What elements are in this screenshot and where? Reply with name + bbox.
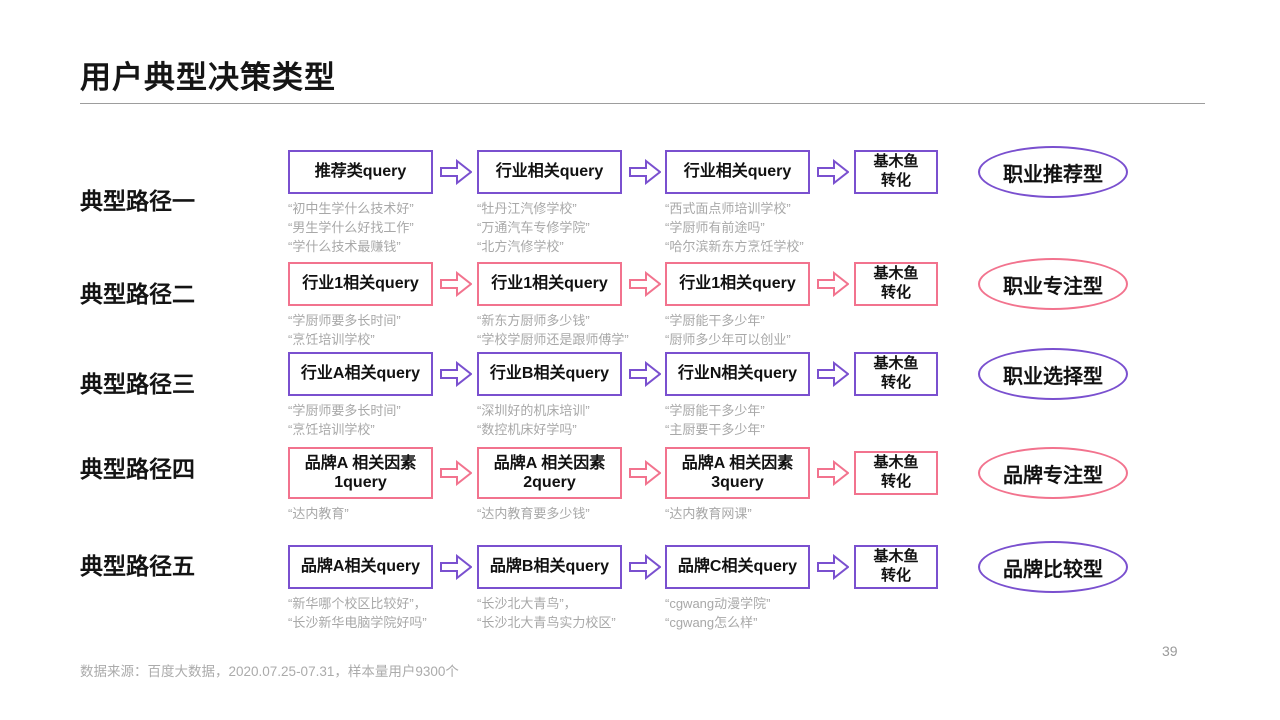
flow-arrow-icon [440, 460, 472, 486]
query-box: 行业1相关query [477, 262, 622, 306]
conversion-box: 基木鱼 转化 [854, 150, 938, 194]
flow-arrow-icon [629, 361, 661, 387]
conversion-box: 基木鱼 转化 [854, 352, 938, 396]
title-divider [80, 103, 1205, 104]
query-box: 行业相关query [477, 150, 622, 194]
flow-arrow-icon [440, 361, 472, 387]
query-examples: “学厨师要多长时间” “烹饪培训学校” [288, 313, 401, 347]
query-examples: “深圳好的机床培训” “数控机床好学吗” [477, 403, 590, 437]
conversion-box: 基木鱼 转化 [854, 262, 938, 306]
flow-arrow-icon [629, 271, 661, 297]
query-box: 行业B相关query [477, 352, 622, 396]
query-examples: “学厨师要多长时间” “烹饪培训学校” [288, 403, 401, 437]
query-box: 品牌C相关query [665, 545, 810, 589]
query-box: 行业N相关query [665, 352, 810, 396]
decision-type-oval: 品牌专注型 [978, 447, 1128, 499]
path-label-2: 典型路径二 [80, 281, 195, 307]
flow-arrow-icon [629, 554, 661, 580]
query-examples: “长沙北大青鸟”， “长沙北大青鸟实力校区” [477, 596, 616, 630]
query-examples: “达内教育要多少钱” [477, 506, 590, 521]
query-box: 行业1相关query [288, 262, 433, 306]
path-label-1: 典型路径一 [80, 188, 195, 214]
query-examples: “达内教育网课” [665, 506, 752, 521]
query-box: 品牌B相关query [477, 545, 622, 589]
query-examples: “初中生学什么技术好” “男生学什么好找工作” “学什么技术最赚钱” [288, 201, 414, 254]
flow-arrow-icon [817, 271, 849, 297]
query-examples: “西式面点师培训学校” “学厨师有前途吗” “哈尔滨新东方烹饪学校” [665, 201, 804, 254]
decision-type-oval: 职业推荐型 [978, 146, 1128, 198]
query-box: 品牌A相关query [288, 545, 433, 589]
flow-arrow-icon [440, 159, 472, 185]
flow-arrow-icon [629, 159, 661, 185]
query-examples: “达内教育” [288, 506, 349, 521]
query-box: 品牌A 相关因素 2query [477, 447, 622, 499]
decision-type-oval: 职业选择型 [978, 348, 1128, 400]
flow-arrow-icon [817, 361, 849, 387]
decision-type-oval: 品牌比较型 [978, 541, 1128, 593]
page-number: 39 [1162, 643, 1178, 659]
query-box: 品牌A 相关因素 1query [288, 447, 433, 499]
flow-arrow-icon [440, 271, 472, 297]
query-box: 行业1相关query [665, 262, 810, 306]
data-source-note: 数据来源：百度大数据，2020.07.25-07.31，样本量用户9300个 [80, 664, 459, 679]
path-label-4: 典型路径四 [80, 456, 195, 482]
query-examples: “学厨能干多少年” “主厨要干多少年” [665, 403, 765, 437]
flow-arrow-icon [817, 460, 849, 486]
query-box: 推荐类query [288, 150, 433, 194]
query-examples: “牡丹江汽修学校” “万通汽车专修学院” “北方汽修学校” [477, 201, 590, 254]
path-label-3: 典型路径三 [80, 371, 195, 397]
query-box: 行业A相关query [288, 352, 433, 396]
conversion-box: 基木鱼 转化 [854, 545, 938, 589]
query-box: 品牌A 相关因素 3query [665, 447, 810, 499]
conversion-box: 基木鱼 转化 [854, 451, 938, 495]
query-examples: “cgwang动漫学院” “cgwang怎么样” [665, 596, 771, 630]
query-examples: “新华哪个校区比较好”， “长沙新华电脑学院好吗” [288, 596, 427, 630]
slide-title: 用户典型决策类型 [80, 60, 336, 95]
decision-type-oval: 职业专注型 [978, 258, 1128, 310]
flow-arrow-icon [629, 460, 661, 486]
flow-arrow-icon [817, 159, 849, 185]
flow-arrow-icon [440, 554, 472, 580]
flow-arrow-icon [817, 554, 849, 580]
query-box: 行业相关query [665, 150, 810, 194]
query-examples: “新东方厨师多少钱” “学校学厨师还是跟师傅学” [477, 313, 629, 347]
query-examples: “学厨能干多少年” “厨师多少年可以创业” [665, 313, 791, 347]
path-label-5: 典型路径五 [80, 553, 195, 579]
